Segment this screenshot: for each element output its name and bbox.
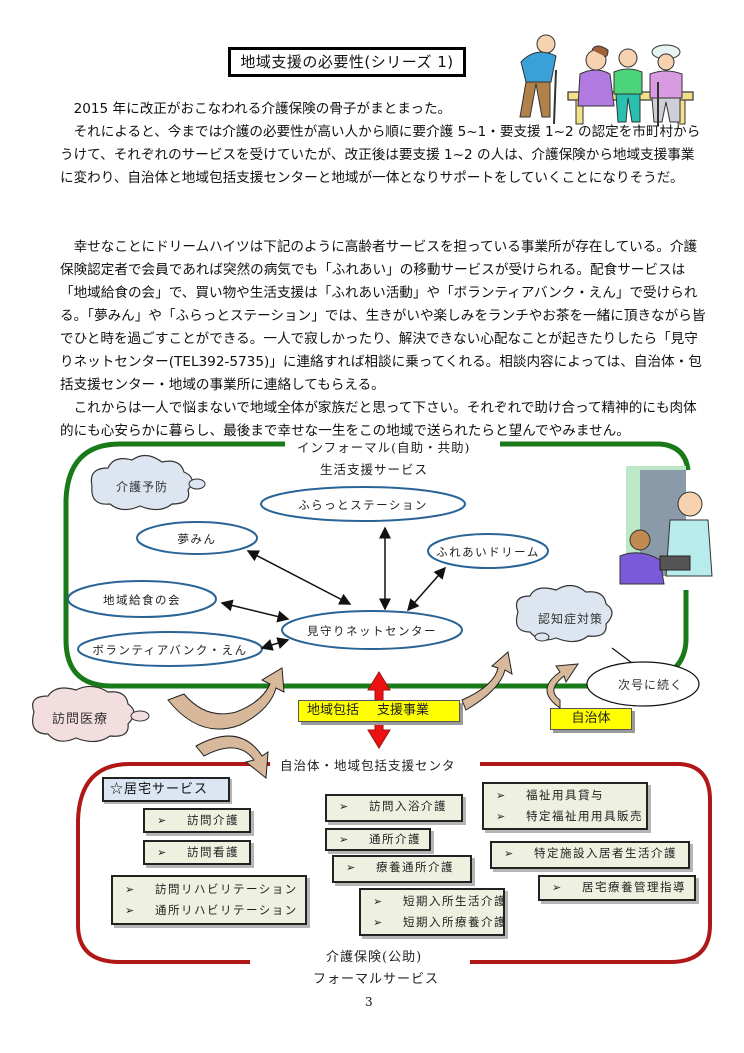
service-item: ➢ 通所リハビリテーション — [113, 900, 305, 921]
service-label: 居宅療養管理指導 — [582, 880, 686, 894]
service-label: 訪問介護 — [187, 813, 239, 827]
service-box: ➢ 居宅療養管理指導 — [538, 875, 696, 901]
callout-next: 次号に続く — [618, 678, 684, 692]
service-item: ➢ 特定福祉用用具販売 — [484, 806, 646, 827]
service-box: ➢ 特定施設入居者生活介護 — [490, 841, 690, 869]
support-project-left: 地域包括 — [307, 703, 360, 718]
formal-header: 自治体・地域包括支援センタ — [276, 755, 460, 774]
service-item: ➢ 居宅療養管理指導 — [540, 877, 694, 898]
home-services-label: ☆居宅サービス — [102, 777, 230, 802]
service-label: 通所リハビリテーション — [155, 903, 298, 917]
service-label: 訪問看護 — [187, 845, 239, 859]
node-mimamori: 見守りネットセンター — [307, 624, 437, 638]
informal-header: インフォーマル(自助・共助) — [293, 437, 475, 456]
service-label: 通所介護 — [369, 832, 421, 846]
service-item: ➢ 訪問入浴介護 — [327, 796, 461, 817]
service-label: 訪問入浴介護 — [369, 799, 447, 813]
bullet-icon: ➢ — [157, 846, 168, 859]
paragraph-closing: これからは一人で悩まないで地域全体が家族だと思って下さい。それぞれで助け合って精… — [60, 400, 697, 439]
bullet-icon: ➢ — [496, 789, 507, 802]
bullet-icon: ➢ — [496, 810, 507, 823]
page-number: 3 — [365, 995, 373, 1009]
paragraph-intro: 2015 年に改正がおこなわれる介護保険の骨子がまとまった。 — [73, 101, 452, 117]
service-box: ➢ 通所介護 — [325, 828, 431, 851]
service-label: 特定福祉用用具販売 — [526, 809, 643, 823]
seniors-illustration — [519, 34, 694, 126]
bullet-icon: ➢ — [504, 847, 515, 860]
service-item: ➢ 訪問看護 — [145, 842, 249, 863]
service-box: ➢ 福祉用具貸与 ➢ 特定福祉用用具販売 — [482, 782, 648, 830]
service-box: ➢ 訪問入浴介護 — [325, 794, 463, 822]
service-item: ➢ 短期入所生活介護 — [361, 891, 506, 912]
page-title: 地域支援の必要性(シリーズ 1) — [228, 47, 466, 77]
service-label: 短期入所療養介護 — [403, 915, 507, 929]
service-label: 特定施設入居者生活介護 — [534, 846, 677, 860]
bullet-icon: ➢ — [373, 916, 384, 929]
service-label: 訪問リハビリテーション — [155, 882, 298, 896]
service-item: ➢ 短期入所療養介護 — [361, 912, 506, 933]
service-label: 療養通所介護 — [376, 860, 454, 874]
bullet-icon: ➢ — [373, 895, 384, 908]
bullet-icon: ➢ — [125, 904, 136, 917]
cloud-prevention: 介護予防 — [116, 480, 169, 494]
service-item: ➢ 訪問介護 — [145, 810, 249, 831]
municipality-box: 自治体 — [550, 708, 632, 730]
bullet-icon: ➢ — [339, 800, 350, 813]
service-label: 福祉用具貸与 — [526, 788, 604, 802]
bullet-icon: ➢ — [552, 881, 563, 894]
service-item: ➢ 療養通所介護 — [334, 857, 470, 878]
support-project-right: 支援事業 — [377, 703, 430, 718]
service-item: ➢ 特定施設入居者生活介護 — [492, 843, 688, 864]
bullet-icon: ➢ — [339, 833, 350, 846]
service-box: ➢ 訪問リハビリテーション ➢ 通所リハビリテーション — [111, 875, 307, 925]
paragraph-reform: それによると、今までは介護の必要性が高い人から順に要介護 5~1・要支援 1~2… — [60, 124, 701, 186]
formal-footer-insurance: 介護保険(公助) — [326, 950, 423, 965]
service-item: ➢ 通所介護 — [327, 830, 429, 849]
node-fureai-dream: ふれあいドリーム — [436, 545, 540, 559]
service-box: ➢ 療養通所介護 — [332, 855, 472, 883]
bullet-icon: ➢ — [125, 883, 136, 896]
formal-footer-services: フォーマルサービス — [313, 972, 440, 987]
paragraph-services: 幸せなことにドリームハイツは下記のように高齢者サービスを担っている事業所が存在し… — [60, 239, 706, 393]
cloud-dementia: 認知症対策 — [538, 612, 604, 626]
service-item: ➢ 訪問リハビリテーション — [113, 879, 305, 900]
service-label: 短期入所生活介護 — [403, 894, 507, 908]
node-yumemin: 夢みん — [177, 532, 217, 546]
service-item: ➢ 福祉用具貸与 — [484, 785, 646, 806]
bullet-icon: ➢ — [157, 814, 168, 827]
service-box: ➢ 訪問介護 — [143, 808, 251, 833]
bullet-icon: ➢ — [346, 861, 357, 874]
service-box: ➢ 短期入所生活介護 ➢ 短期入所療養介護 — [359, 888, 506, 936]
service-box: ➢ 訪問看護 — [143, 840, 251, 865]
cloud-home-medical: 訪問医療 — [52, 712, 109, 727]
node-kyushoku: 地域給食の会 — [103, 593, 181, 607]
node-flat-station: ふらっとステーション — [298, 498, 428, 512]
node-volunteer: ボランティアバンク・えん — [92, 643, 248, 657]
informal-subheader: 生活支援サービス — [320, 462, 429, 477]
support-project-box: 地域包括 支援事業 — [298, 700, 460, 722]
